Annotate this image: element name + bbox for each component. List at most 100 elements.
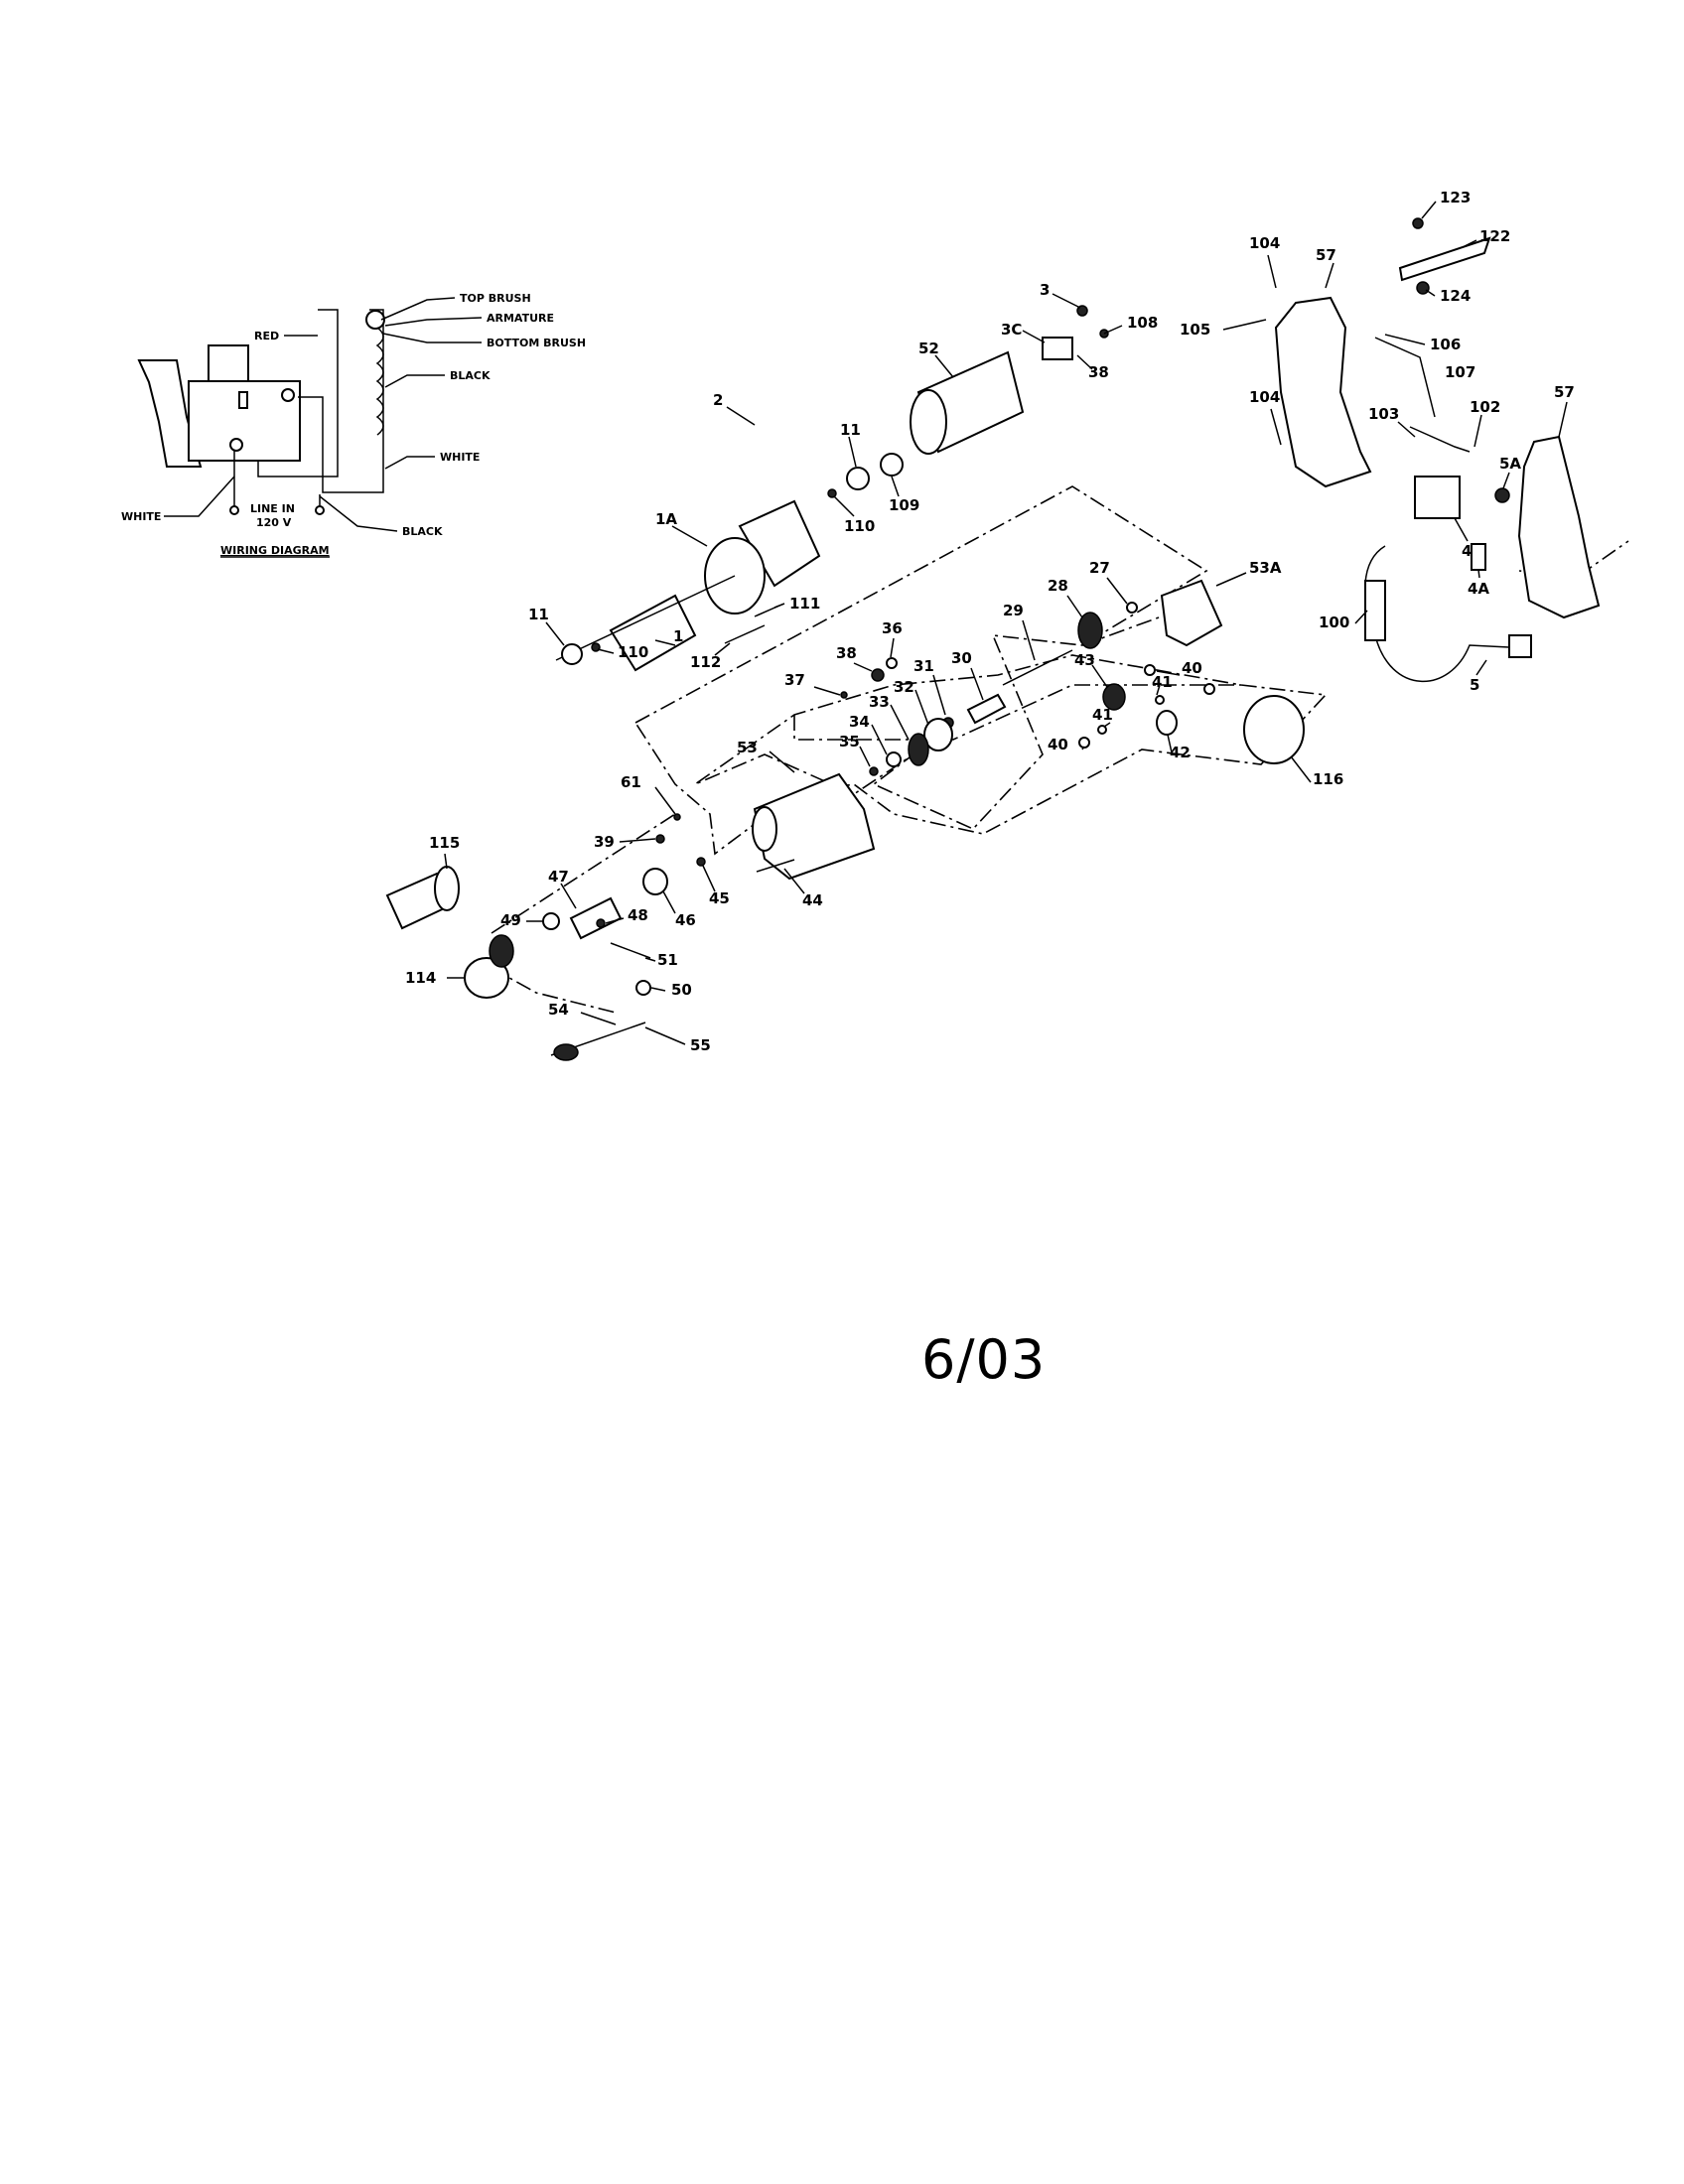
part-label-32: 32 [894,678,914,696]
leader-36 [890,637,895,658]
armature-symbol [365,310,385,330]
leader-white-left [164,476,235,517]
wiring-diagram-title: WIRING DIAGRAM [220,544,330,557]
leader-104a [1267,254,1277,289]
bearing-11a [846,467,870,490]
leader-4A [1477,569,1480,579]
part-label-100: 100 [1319,614,1349,631]
part-label-104a: 104 [1249,234,1280,252]
part-label-11a: 11 [840,421,861,439]
ball-39 [655,834,665,844]
part-label-29: 29 [1003,602,1024,619]
leader-29 [1022,619,1036,661]
leader-48 [605,917,625,924]
leader-5 [1475,659,1487,676]
washer-41a [1155,695,1165,705]
part-label-50: 50 [671,981,692,999]
part-label-102: 102 [1470,398,1500,416]
ball-37 [840,691,848,699]
gear-43 [1102,683,1126,711]
leader-39 [619,838,656,843]
part-label-104b: 104 [1249,388,1280,406]
handle-housing-left [1274,296,1372,488]
part-label-116: 116 [1313,770,1343,788]
plug-5 [1508,634,1532,658]
gear-train-boundary [793,684,1241,741]
gear-housing-boundary [634,485,1328,856]
part-label-28: 28 [1048,577,1068,595]
leader-28 [1066,595,1083,618]
leader-black-bottom [319,495,398,532]
part-label-110a: 110 [844,517,875,535]
part-label-45: 45 [709,889,730,907]
leader-1A [671,525,708,547]
part-label-33: 33 [869,693,890,711]
part-label-39: 39 [594,833,615,851]
clip-5A [1494,487,1510,503]
handle-cover [1398,236,1491,282]
leader-105 [1222,319,1267,331]
leader-white-right [384,456,435,470]
part-label-35: 35 [839,733,860,751]
leader-61 [654,786,676,815]
part-label-4: 4 [1462,542,1472,560]
spring-30 [966,693,1007,725]
switch-handle-shape [137,359,203,468]
leader-47 [560,883,577,909]
label-black-top: BLACK [450,369,491,382]
leader-11a [848,436,857,468]
label-armature: ARMATURE [487,312,554,325]
part-label-34: 34 [849,713,870,731]
switch-top [208,344,249,382]
brush-holder-3C [1042,337,1073,360]
part-label-41a: 41 [1152,673,1173,691]
leader-40b [1081,746,1085,751]
leader-top-brush [380,297,456,321]
armature-1 [609,594,697,672]
part-label-38a: 38 [1088,363,1109,381]
leader-54 [580,1012,617,1025]
part-label-111: 111 [789,595,820,613]
part-label-38b: 38 [836,644,857,662]
leader-100 [1354,610,1368,624]
leader-4 [1454,517,1469,542]
revision-date: 6/03 [921,1328,1047,1391]
part-label-5: 5 [1470,676,1479,694]
gear-38b [871,668,885,682]
leader-5A [1502,472,1510,489]
nut-124 [1416,281,1430,295]
leader-52 [934,354,954,378]
part-label-11b: 11 [528,606,549,623]
part-label-109: 109 [889,496,919,514]
part-labels: 123 122 124 104 57 105 106 107 104 103 1… [405,189,1575,1054]
part-label-106: 106 [1430,336,1461,353]
bearing-27 [1126,602,1138,614]
bearing-11b [561,643,583,665]
label-red: RED [254,330,279,342]
leader-122 [1464,239,1477,247]
part-label-47: 47 [548,868,569,886]
leader-11b [545,621,565,646]
gear-case-53 [753,772,876,881]
part-label-1A: 1A [655,510,677,528]
part-label-105: 105 [1180,321,1210,339]
part-label-103: 103 [1368,405,1399,423]
bearing-46 [642,868,668,895]
switch-4 [1414,476,1461,519]
leader-3C [1022,330,1046,343]
leader-116 [1290,755,1312,783]
leader-57a [1325,262,1334,289]
wire-107 [1374,337,1436,418]
leader-42 [1167,734,1173,753]
bearing-109 [880,453,904,477]
spindle-29 [1002,649,1073,686]
leader-109 [891,476,900,497]
bushing-49 [542,912,560,930]
parts-drawings [385,217,1601,1061]
leader-115 [444,853,448,870]
switch-terminal-bottom [229,438,243,452]
leader-57b [1558,401,1568,438]
screw-112 [724,624,766,644]
part-label-112: 112 [690,653,721,671]
part-label-40b: 40 [1048,736,1068,753]
